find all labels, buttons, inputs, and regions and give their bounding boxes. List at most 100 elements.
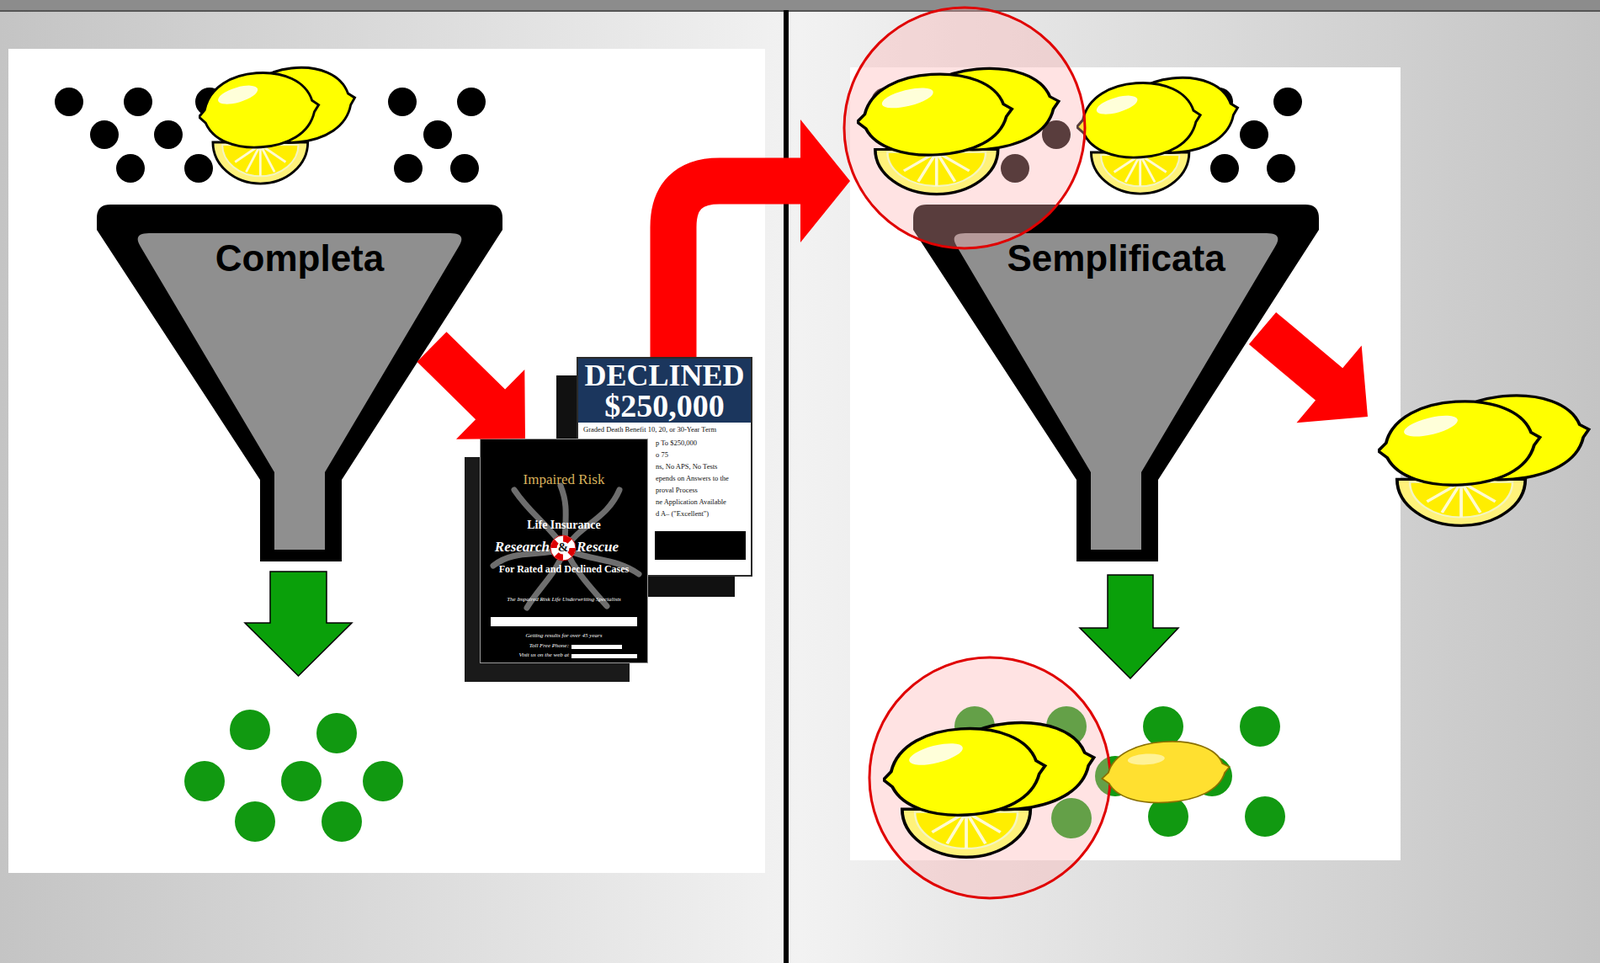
contact-text: Toll Free Phone: (489, 642, 569, 649)
art-circle (1273, 87, 1303, 117)
red-arrow (1249, 312, 1368, 423)
art-circle (1244, 796, 1286, 837)
fine-print: p To $250,000 (655, 439, 749, 448)
right-panel (850, 67, 1401, 861)
lemons-highlighted (853, 62, 1064, 195)
funnel-node: Semplificata (850, 50, 1356, 562)
art-circle (954, 706, 995, 747)
art-circle (225, 120, 255, 149)
art-path (564, 548, 639, 575)
art-path (526, 548, 565, 608)
funnel-label: Semplificata (913, 237, 1319, 281)
art-circle (871, 87, 900, 117)
art-circle (184, 154, 213, 183)
art-circle (450, 154, 479, 183)
art-circle (154, 120, 183, 149)
art-circle (1000, 154, 1030, 183)
headline-text: DECLINED (578, 360, 751, 391)
art-path (1100, 737, 1233, 807)
lifebuoy-stripes (553, 538, 573, 558)
highlight-circle (844, 7, 1085, 249)
art-circle (321, 801, 362, 842)
art-circle (229, 709, 271, 750)
lifebuoy-hole (557, 542, 569, 554)
fine-print: ns, No APS, No Tests (655, 462, 749, 472)
funnel-shape (913, 204, 1319, 562)
fine-print: ne Application Available (655, 498, 749, 507)
lemons-passed (879, 715, 1100, 857)
tentacles (493, 485, 639, 608)
funnel-label: Completa (96, 237, 503, 281)
art-circle (1041, 120, 1071, 149)
art-circle (1002, 760, 1043, 802)
card-shadow (464, 457, 630, 682)
output-dots-left (184, 709, 404, 842)
art-circle (388, 87, 417, 117)
redaction-bar (571, 644, 622, 649)
highlight-circle (869, 657, 1111, 899)
red-arrow (417, 331, 527, 440)
art-circle (116, 154, 145, 183)
art-path (493, 548, 565, 566)
tagline: Getting results for over 45 years (480, 632, 648, 639)
art-circle (906, 120, 936, 149)
art-circle (940, 87, 969, 117)
brochure-card: Impaired RiskLife InsuranceResearch&Resc… (479, 438, 649, 664)
art-path (564, 489, 620, 549)
art-path (514, 489, 565, 549)
node-decoration (33, 50, 556, 562)
top-strip-line (0, 10, 1600, 12)
ampersand: & (553, 540, 573, 555)
green-arrow (244, 571, 352, 676)
tentacle-art (480, 439, 648, 663)
art-circle (1095, 755, 1136, 797)
funnel-fill (954, 233, 1279, 550)
art-circle (123, 87, 153, 117)
funnel-outline (913, 204, 1319, 562)
input-dots-right (871, 87, 1303, 183)
brochure-heading: Research (480, 538, 550, 556)
fine-print: proval Process (655, 486, 749, 495)
art-circle (1210, 154, 1239, 183)
node-decoration (480, 439, 648, 663)
art-path (560, 485, 566, 549)
funnel-fill (138, 233, 463, 550)
art-circle (457, 87, 486, 117)
arrow-shaft (673, 180, 802, 357)
art-circle (1191, 755, 1233, 797)
art-circle (423, 120, 452, 149)
brochure-heading: Life Insurance (480, 518, 648, 532)
art-circle (393, 154, 423, 183)
fine-print: d A– ("Excellent") (655, 510, 749, 519)
left-panel (8, 48, 766, 873)
lemons-rejected (1374, 388, 1595, 526)
input-dots-left (54, 87, 486, 183)
art-circle (195, 87, 224, 117)
brochure-heading: Rescue (576, 538, 648, 556)
redaction-bar (654, 531, 746, 560)
funnel-outline (96, 204, 503, 562)
green-arrow (1079, 574, 1179, 679)
declined-card: DECLINED$250,000Graded Death Benefit 10,… (576, 356, 753, 577)
art-circle (1142, 706, 1184, 747)
art-circle (1148, 796, 1189, 837)
lemons-input-left (196, 61, 359, 184)
fine-print: Graded Death Benefit 10, 20, or 30-Year … (583, 425, 750, 435)
art-circle (1239, 706, 1281, 747)
art-circle (1011, 87, 1041, 117)
tagline: The Impaired Risk Life Underwriting Spec… (480, 595, 648, 603)
block-arrow (417, 331, 527, 440)
art-circle (970, 120, 1000, 149)
arrow-head (800, 119, 851, 243)
fine-print: o 75 (655, 451, 749, 460)
art-circle (362, 760, 404, 802)
fine-print: epends on Answers to the (655, 474, 749, 484)
card-shadow (556, 375, 735, 597)
art-circle (1051, 797, 1092, 839)
red-arrow (673, 119, 851, 357)
